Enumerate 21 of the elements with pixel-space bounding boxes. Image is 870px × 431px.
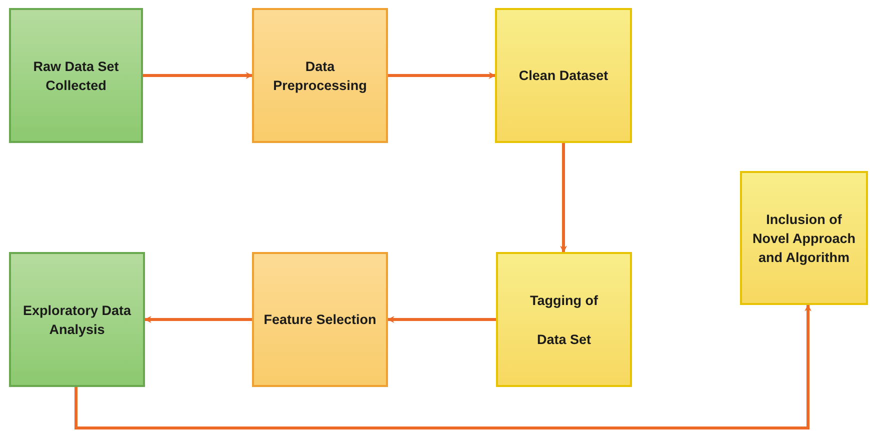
process-box [496,252,632,387]
box-label: Data Preprocessing [272,58,368,94]
box-label: Feature Selection [264,311,376,329]
process-box [9,8,143,143]
arrow [560,143,567,253]
process-box [740,171,868,305]
box-label: Exploratory Data Analysis [22,302,132,338]
arrow [387,316,496,323]
process-box [252,8,388,143]
box-label: Clean Dataset [518,67,608,85]
arrow [388,72,496,79]
arrow [144,316,252,323]
box-label: Raw Data Set Collected [32,58,120,94]
arrow [74,304,812,430]
process-box [9,252,145,387]
process-box [495,8,632,143]
box-label: Inclusion of Novel Approach and Algorithm [751,210,857,266]
box-label: Tagging of [530,292,598,310]
process-box [252,252,388,387]
box-label: Data Set [536,330,592,348]
arrow [143,72,253,79]
